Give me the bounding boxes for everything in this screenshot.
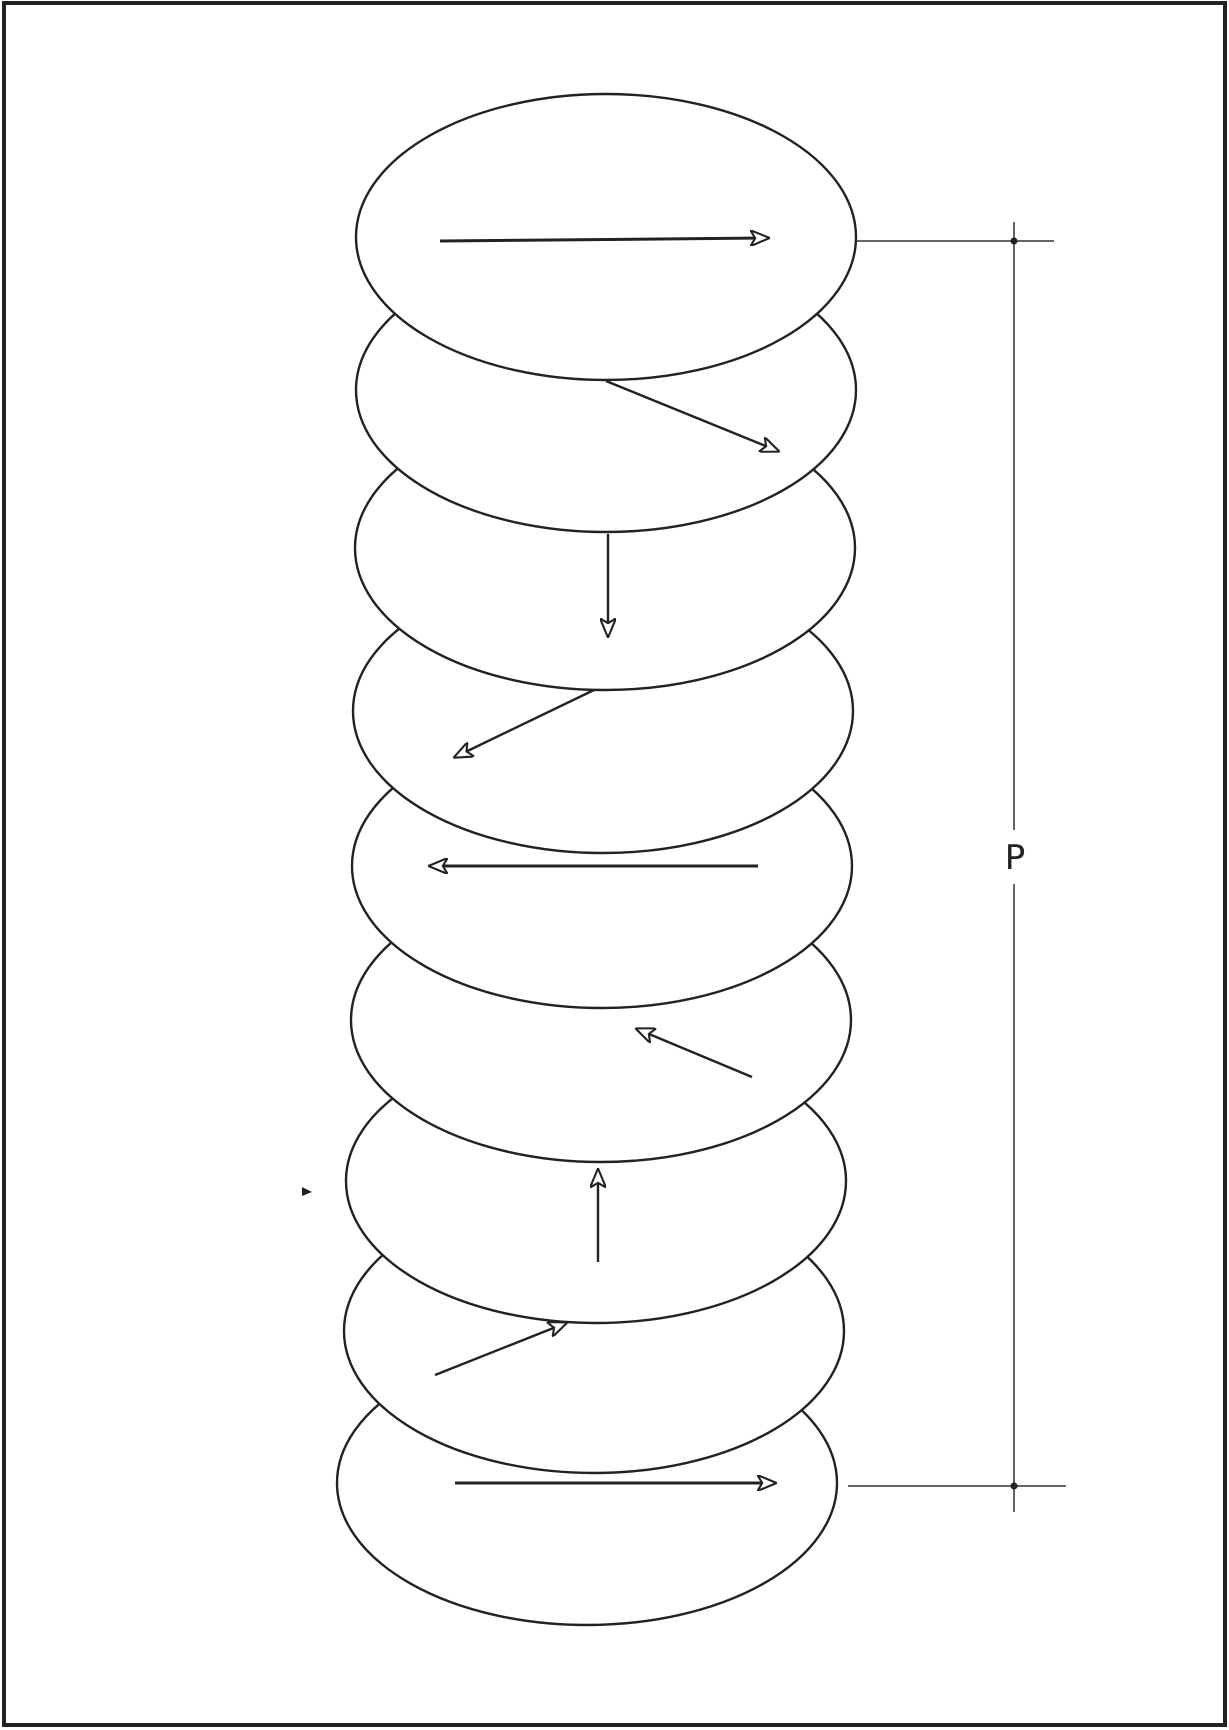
pitch-dimension: P [848,222,1066,1512]
scan-speck [302,1187,312,1196]
pitch-top-tick [1011,238,1018,245]
pitch-bottom-tick [1011,1483,1018,1490]
layer-1 [356,94,856,380]
pitch-label: P [1005,838,1026,878]
layer-disk [356,94,856,380]
